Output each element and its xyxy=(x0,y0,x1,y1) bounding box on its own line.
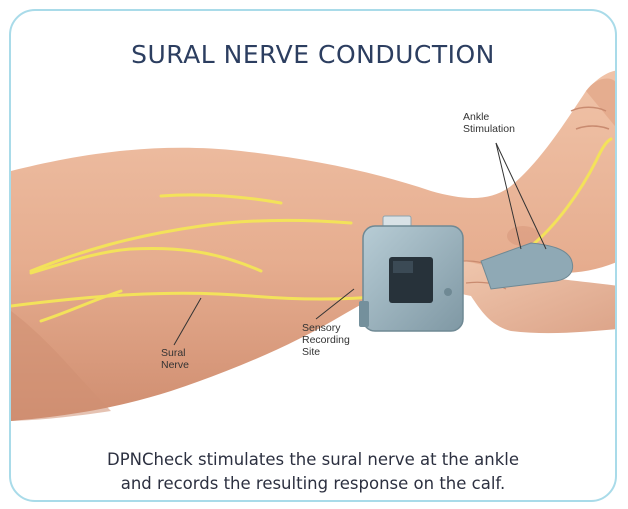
caption-line: and records the resulting response on th… xyxy=(11,472,615,496)
sensory-recording-site-label: Sensory Recording Site xyxy=(302,322,353,358)
sural-nerve-label: Sural Nerve xyxy=(161,347,189,371)
ankle-stimulation-label: Ankle Stimulation xyxy=(463,111,515,135)
caption-line: DPNCheck stimulates the sural nerve at t… xyxy=(11,448,615,472)
figure-caption: DPNCheck stimulates the sural nerve at t… xyxy=(11,448,615,496)
leg-illustration: Ankle Stimulation Sensory Recording Site… xyxy=(11,11,617,502)
info-card: SURAL NERVE CONDUCTION xyxy=(9,9,617,502)
